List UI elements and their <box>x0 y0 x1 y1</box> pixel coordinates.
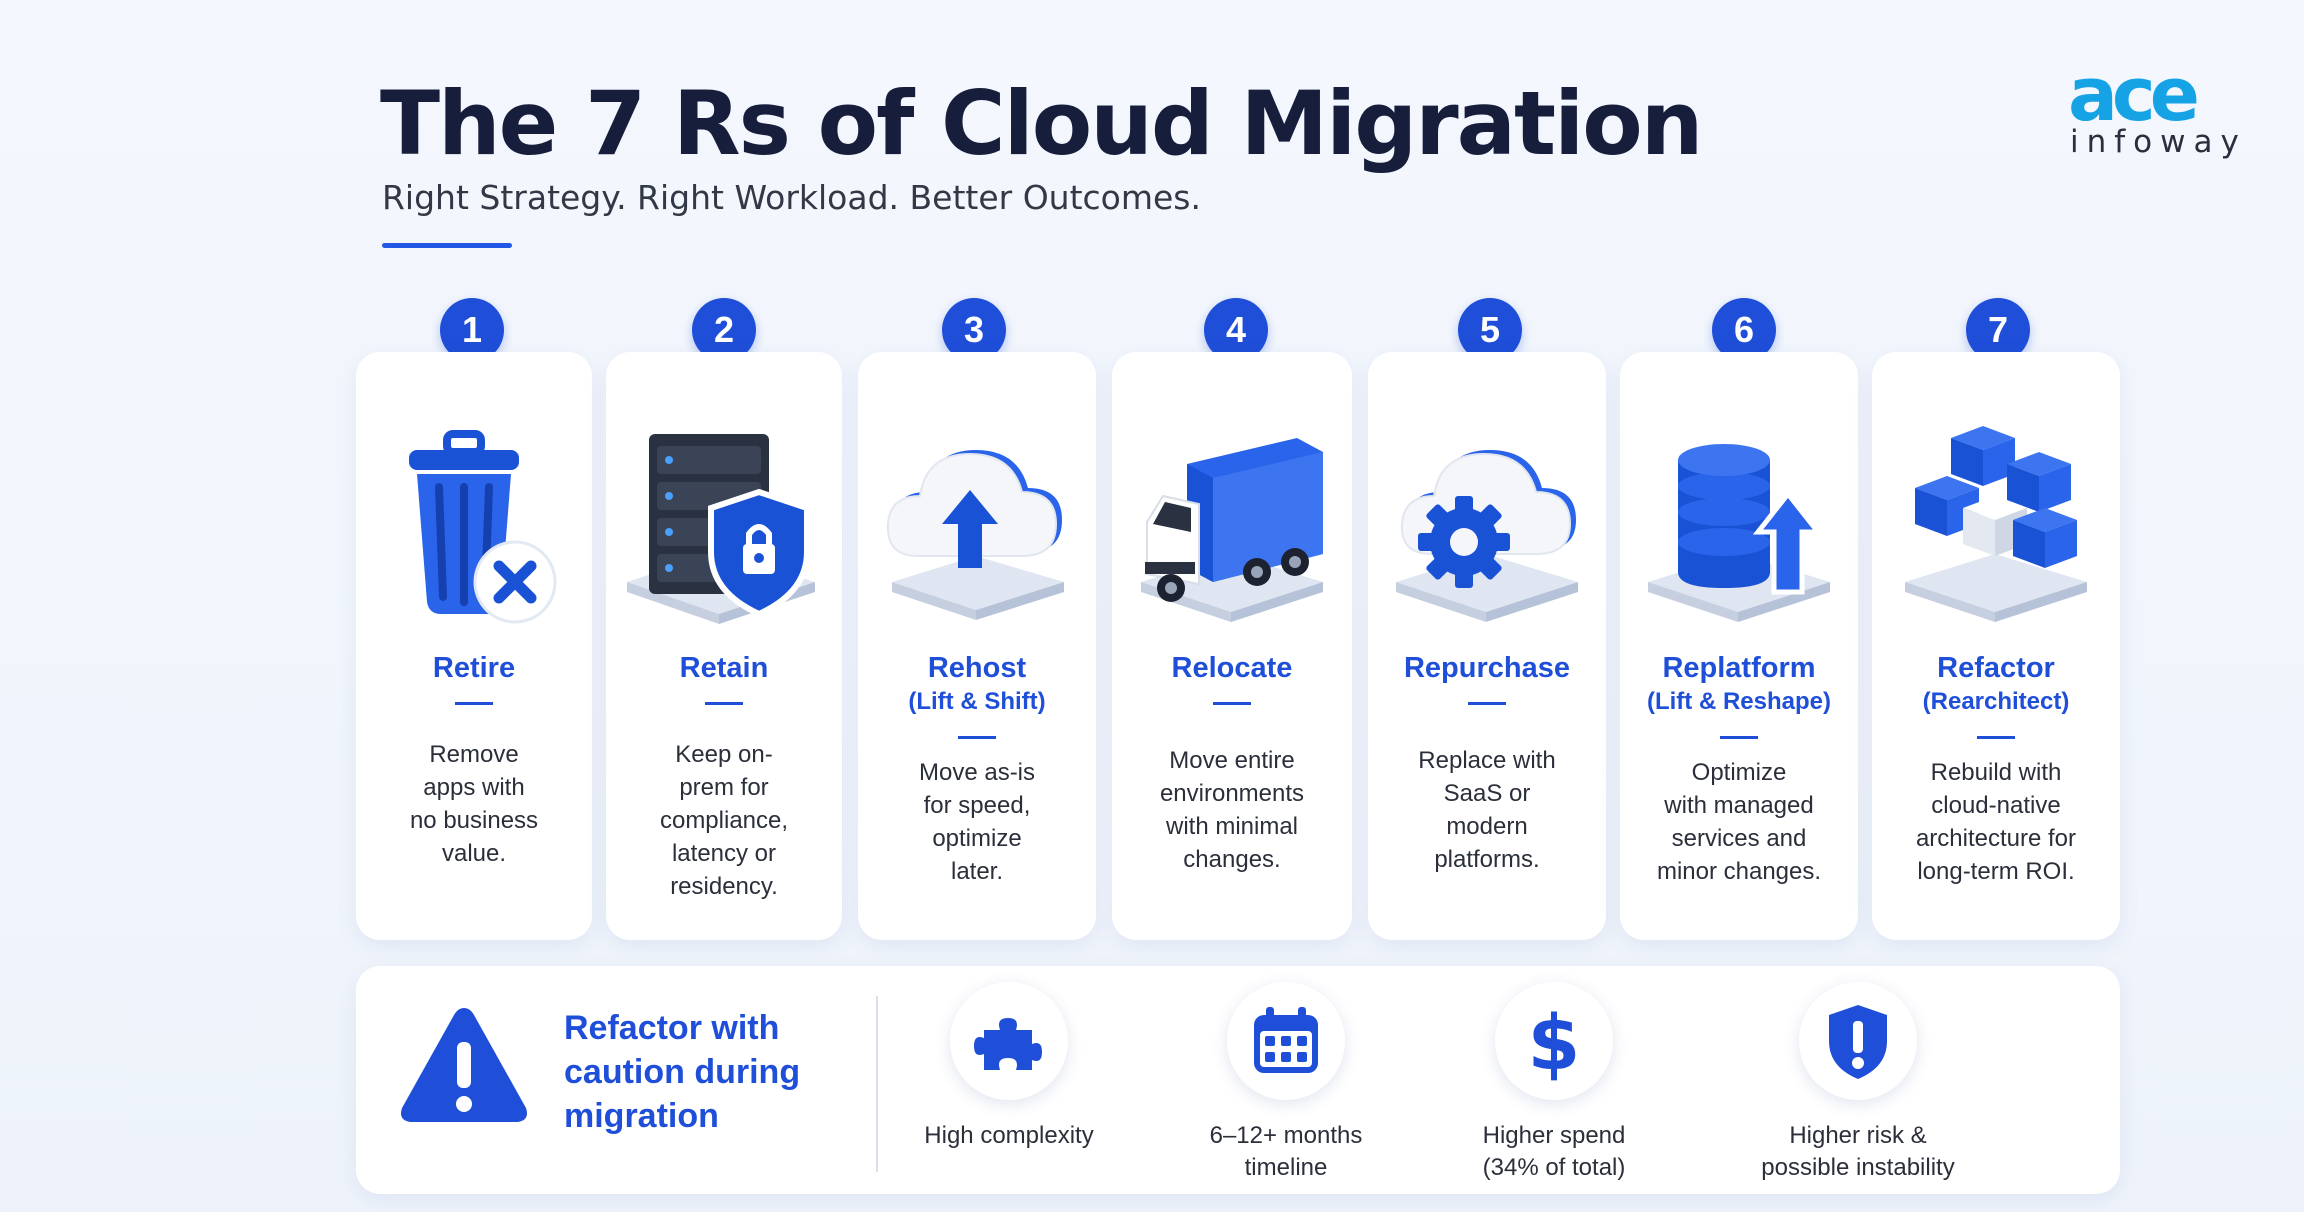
caution-panel: Refactor with caution during migration H… <box>356 966 2120 1194</box>
trash-x-icon <box>409 430 557 624</box>
strategy-card-relocate: Relocate Move entire environments with m… <box>1112 352 1352 940</box>
strategy-rule <box>1468 702 1506 705</box>
stat-risk: Higher risk & possible instability <box>1728 982 1988 1184</box>
strategy-badge-5: 5 <box>1458 298 1522 362</box>
strategy-rule <box>705 702 743 705</box>
strategy-card-refactor: Refactor (Rearchitect) Rebuild with clou… <box>1872 352 2120 940</box>
strategy-card-repurchase: Repurchase Replace with SaaS or modern p… <box>1368 352 1606 940</box>
database-arrow-icon <box>1648 444 1830 622</box>
strategy-name: Refactor <box>1937 652 2055 684</box>
strategy-badge-3: 3 <box>942 298 1006 362</box>
stat-label: Higher spend (34% of total) <box>1482 1122 1626 1181</box>
strategy-subname: (Lift & Shift) <box>908 688 1046 715</box>
strategy-card-rehost: Rehost (Lift & Shift) Move as-is for spe… <box>858 352 1096 940</box>
server-shield-icon <box>627 434 815 624</box>
strategy-card-replatform: Replatform (Lift & Reshape) Optimize wit… <box>1620 352 1858 940</box>
strategy-subname: (Rearchitect) <box>1922 688 2070 715</box>
strategy-rule <box>1213 702 1251 705</box>
strategy-name: Retain <box>679 652 769 684</box>
cubes-icon <box>1905 426 2087 622</box>
strategy-name: Replatform <box>1662 652 1816 684</box>
puzzle-icon <box>950 982 1068 1100</box>
dollar-icon: $ <box>1495 982 1613 1100</box>
strategy-desc: Optimize with managed services and minor… <box>1656 759 1822 885</box>
strategy-rule <box>1977 736 2015 739</box>
strategy-desc: Move entire environments with minimal ch… <box>1159 747 1305 873</box>
truck-icon <box>1141 438 1323 622</box>
strategy-name: Repurchase <box>1403 652 1570 684</box>
shield-alert-icon <box>1799 982 1917 1100</box>
stat-complexity: High complexity <box>889 982 1129 1152</box>
strategy-name: Relocate <box>1171 652 1293 684</box>
strategy-rule <box>1720 736 1758 739</box>
strategy-card-retire: Retire Remove apps with no business valu… <box>356 352 592 940</box>
cloud-gear-icon <box>1396 450 1578 622</box>
strategy-rule <box>958 736 996 739</box>
calendar-icon <box>1227 982 1345 1100</box>
strategy-desc: Remove apps with no business value. <box>409 741 539 867</box>
stat-timeline: 6–12+ months timeline <box>1166 982 1406 1184</box>
cloud-upload-icon <box>886 450 1064 620</box>
strategy-desc: Move as-is for speed, optimize later. <box>918 759 1036 885</box>
strategy-name: Rehost <box>927 652 1027 684</box>
stat-spend: $ Higher spend (34% of total) <box>1434 982 1674 1184</box>
page-title: The 7 Rs of Cloud Migration <box>380 72 1703 175</box>
strategy-desc: Keep on- prem for compliance, latency or… <box>659 741 789 900</box>
caution-divider <box>876 996 878 1172</box>
svg-text:$: $ <box>1528 1001 1581 1081</box>
strategy-card-retain: Retain Keep on- prem for compliance, lat… <box>606 352 842 940</box>
logo-brand: ace <box>2068 52 2200 138</box>
strategy-desc: Replace with SaaS or modern platforms. <box>1418 747 1556 873</box>
strategy-badge-7: 7 <box>1966 298 2030 362</box>
logo-subtext: infoway <box>2070 124 2247 160</box>
stat-label: High complexity <box>924 1122 1094 1149</box>
strategy-badge-2: 2 <box>692 298 756 362</box>
stat-label: Higher risk & possible instability <box>1761 1122 1955 1181</box>
caution-text: Refactor with caution during migration <box>564 1009 801 1135</box>
strategy-badge-4: 4 <box>1204 298 1268 362</box>
strategy-badge-1: 1 <box>440 298 504 362</box>
warning-triangle-icon <box>401 1008 527 1122</box>
strategy-desc: Rebuild with cloud-native architecture f… <box>1915 759 2077 885</box>
title-underline <box>382 243 512 248</box>
strategy-name: Retire <box>432 652 516 684</box>
strategy-badge-6: 6 <box>1712 298 1776 362</box>
strategy-rule <box>455 702 493 705</box>
company-logo: ace infoway <box>2068 52 2248 160</box>
page-subtitle: Right Strategy. Right Workload. Better O… <box>382 178 1201 217</box>
strategy-subname: (Lift & Reshape) <box>1646 688 1831 715</box>
stat-label: 6–12+ months timeline <box>1209 1122 1363 1181</box>
